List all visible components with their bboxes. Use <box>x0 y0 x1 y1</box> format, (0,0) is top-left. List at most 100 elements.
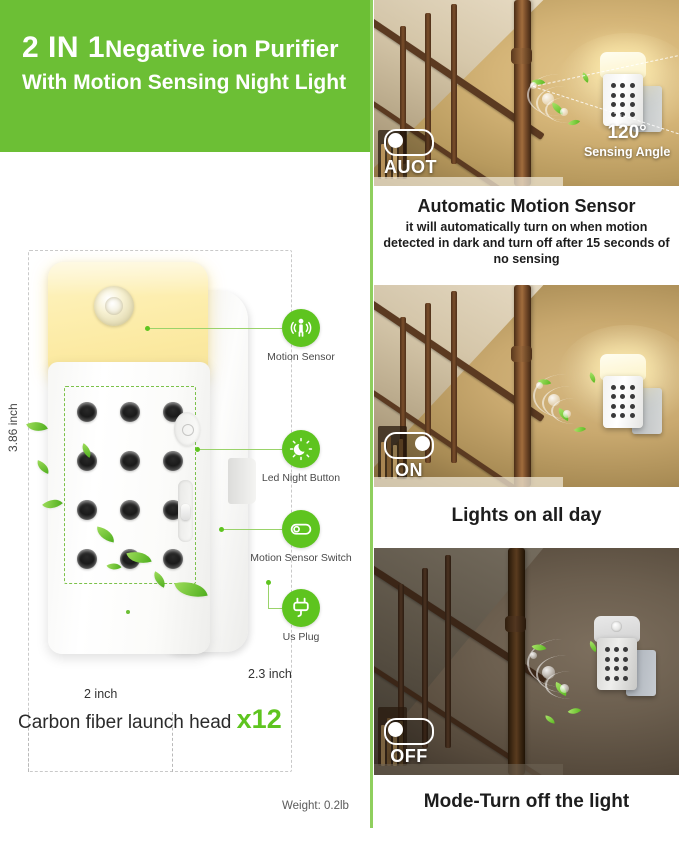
toggle-badge-label: OFF <box>390 746 428 766</box>
panel-auto-photo: 120° Sensing Angle AUOT <box>374 0 679 186</box>
mini-vent <box>623 675 629 681</box>
mini-vent <box>620 403 626 409</box>
sensing-angle-text: Sensing Angle <box>583 144 671 159</box>
device-led-night-button <box>174 412 200 446</box>
baluster <box>397 584 404 748</box>
mini-vent <box>629 394 635 400</box>
skirting-board <box>374 476 564 487</box>
mini-vent <box>623 647 629 653</box>
mini-vent <box>614 647 620 653</box>
mini-vent <box>604 656 610 662</box>
left-column: 2 IN 1Negative ion Purifier With Motion … <box>0 0 370 812</box>
mini-vent <box>610 394 616 400</box>
toggle-switch-graphic <box>384 129 434 156</box>
toggle-knob <box>415 436 430 451</box>
toggle-knob <box>388 133 403 148</box>
callout-leader-line <box>268 608 282 609</box>
mini-vent <box>629 111 635 117</box>
ion-bubble <box>541 93 554 105</box>
mini-vent <box>620 111 626 117</box>
panel-off-photo: OFF <box>374 548 679 775</box>
mini-vent <box>629 102 635 108</box>
newel-post <box>508 548 526 775</box>
right-column: 120° Sensing Angle AUOT Automatic Motion… <box>370 0 679 842</box>
device-motion-sensor-dome <box>94 286 134 326</box>
ion-bubble <box>541 666 555 680</box>
ion-emitter-hole <box>163 548 184 569</box>
mini-vent <box>604 675 610 681</box>
callout-anchor-dot <box>266 580 271 585</box>
callout-label: Led Night Button <box>261 472 341 484</box>
newel-cap <box>511 345 533 362</box>
mini-device-body <box>602 375 643 428</box>
mini-vent <box>620 413 626 419</box>
mini-device-body <box>602 74 643 127</box>
product-weight: Weight: 0.2lb <box>282 800 349 812</box>
dimension-depth-label: 2.3 inch <box>248 667 292 681</box>
product-caption-count: x12 <box>236 704 282 734</box>
panel-auto-text: Automatic Motion Sensor it will automati… <box>374 186 679 293</box>
mini-vent <box>620 83 626 89</box>
sensing-angle-value: 120° <box>607 121 647 143</box>
mini-vent <box>620 394 626 400</box>
newel-post <box>514 0 532 186</box>
mini-vent <box>610 403 616 409</box>
product-caption: Carbon fiber launch head x12 <box>18 704 282 735</box>
device-plug-prongs <box>228 458 256 504</box>
sensing-angle-callout: 120° Sensing Angle <box>575 123 679 159</box>
toggle-badge-label: AUOT <box>384 157 437 177</box>
panel-on-title: Lights on all day <box>451 505 602 526</box>
callout-anchor-dot <box>219 527 224 532</box>
mini-light-shade <box>599 353 646 380</box>
ion-emitter-hole <box>76 548 97 569</box>
baluster <box>450 3 457 164</box>
hero-headline: 2 IN 1Negative ion Purifier <box>22 32 358 64</box>
baluster <box>445 554 452 748</box>
device-light-shade <box>48 262 208 374</box>
mini-vent <box>629 92 635 98</box>
mini-vent <box>629 384 635 390</box>
mini-vent <box>614 675 620 681</box>
book <box>392 146 397 179</box>
ion-stream <box>550 398 597 425</box>
ion-emitter-hole <box>119 499 140 520</box>
book <box>380 724 385 766</box>
hero-headline-rest: Negative ion Purifier <box>105 36 339 63</box>
ion-stream <box>535 654 596 693</box>
mini-vent <box>629 403 635 409</box>
skirting-board <box>374 176 564 186</box>
dimension-tick-left <box>28 712 29 772</box>
mini-vent <box>623 656 629 662</box>
mini-vent <box>610 102 616 108</box>
toggle-badge-label: ON <box>395 460 423 480</box>
green-accent-rail <box>370 0 373 828</box>
ion-emitter-hole <box>119 401 140 422</box>
callout-label: Us Plug <box>282 631 320 643</box>
mini-vent <box>629 413 635 419</box>
callout-anchor-dot <box>145 326 150 331</box>
toggle-switch-icon <box>282 510 320 548</box>
mini-vent <box>620 384 626 390</box>
mini-vent <box>604 647 610 653</box>
ion-stream <box>526 638 597 687</box>
toggle-switch-graphic <box>384 432 434 459</box>
baluster <box>425 303 432 463</box>
book <box>392 445 397 479</box>
mini-vent <box>610 92 616 98</box>
hero-banner: 2 IN 1Negative ion Purifier With Motion … <box>0 0 370 152</box>
plug-icon <box>282 589 320 627</box>
mini-vent <box>620 102 626 108</box>
mini-vent <box>610 384 616 390</box>
scene-staircase-on: ON <box>374 285 679 487</box>
hero-headline-emphasis: 2 IN 1 <box>22 31 106 64</box>
hero-subheadline: With Motion Sensing Night Light <box>22 70 347 94</box>
book <box>398 140 403 179</box>
mini-sensor-dome <box>610 621 622 633</box>
ion-stream <box>535 85 592 120</box>
skirting-board <box>374 763 564 775</box>
callout-leader-line <box>198 449 282 450</box>
ion-emitter-hole <box>76 499 97 520</box>
dimension-height-label: 3.86 inch <box>6 403 20 452</box>
panel-auto-title: Automatic Motion Sensor <box>417 196 636 216</box>
newel-cap <box>511 48 533 65</box>
